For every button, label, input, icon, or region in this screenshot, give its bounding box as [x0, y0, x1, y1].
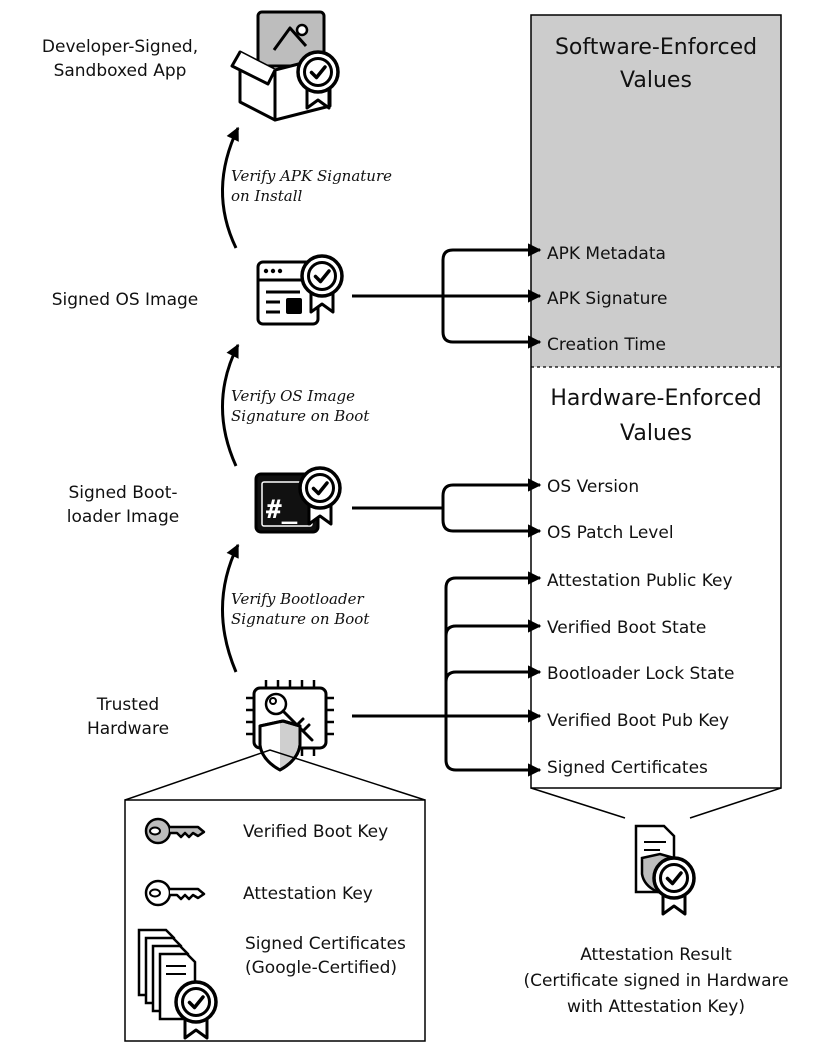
svg-text:#_: #_ — [266, 495, 298, 525]
hardware-panel-title-1: Hardware-Enforced — [550, 386, 761, 411]
stage-os-label: Signed OS Image — [52, 290, 199, 310]
value-signed-certificates: Signed Certificates — [547, 758, 708, 778]
hardware-chip-key-icon — [246, 680, 334, 772]
badge-check-icon — [652, 856, 696, 916]
value-bootloader-lock-state: Bootloader Lock State — [547, 664, 734, 684]
verify-boot-label-2: Signature on Boot — [231, 610, 370, 628]
verify-os-label-1: Verify OS Image — [231, 387, 355, 405]
verify-apk-label-1: Verify APK Signature — [231, 167, 392, 185]
bootloader-terminal-icon: #_ — [254, 466, 342, 534]
os-image-window-icon — [256, 254, 344, 326]
os-image-connectors — [352, 243, 542, 349]
stage-hw-label-2: Hardware — [87, 719, 169, 739]
value-apk-metadata: APK Metadata — [547, 244, 666, 264]
attestation-certificate-icon — [634, 824, 696, 916]
value-verified-boot-state: Verified Boot State — [547, 618, 706, 638]
stage-hw-label-1: Trusted — [96, 695, 159, 715]
legend-box — [124, 799, 426, 1042]
legend-verified-boot-key: Verified Boot Key — [243, 822, 388, 842]
values-panel-border — [530, 14, 782, 789]
hardware-panel-title-2: Values — [620, 421, 692, 446]
legend-funnel — [124, 749, 426, 801]
attestation-key-icon — [144, 879, 206, 907]
value-creation-time: Creation Time — [547, 335, 666, 355]
verified-boot-key-icon — [144, 817, 206, 845]
legend-google-certified: (Google-Certified) — [245, 958, 397, 978]
hardware-connectors — [352, 571, 542, 777]
result-label-1: Attestation Result — [580, 945, 732, 965]
value-verified-boot-pub-key: Verified Boot Pub Key — [547, 711, 729, 731]
software-panel-fill — [531, 15, 781, 367]
certificate-stack-icon — [137, 928, 218, 1040]
stage-app-label-2: Sandboxed App — [54, 61, 187, 81]
verify-os-label-2: Signature on Boot — [231, 407, 370, 425]
software-panel-title-1: Software-Enforced — [555, 35, 757, 60]
value-apk-signature: APK Signature — [547, 289, 667, 309]
result-label-3: with Attestation Key) — [567, 997, 745, 1017]
stage-boot-label-1: Signed Boot- — [69, 483, 178, 503]
value-os-version: OS Version — [547, 477, 639, 497]
value-os-patch-level: OS Patch Level — [547, 523, 674, 543]
verify-os-arrow — [221, 343, 240, 467]
verify-boot-label-1: Verify Bootloader — [231, 590, 364, 608]
result-label-2: (Certificate signed in Hardware — [523, 971, 788, 991]
software-panel-title-2: Values — [620, 68, 692, 93]
verify-apk-label-2: on Install — [231, 187, 303, 205]
panel-funnel — [530, 787, 782, 819]
stage-app-label-1: Developer-Signed, — [42, 37, 198, 57]
verify-boot-arrow — [221, 543, 240, 673]
value-attestation-public-key: Attestation Public Key — [547, 571, 733, 591]
bootloader-connectors — [352, 478, 542, 538]
stage-boot-label-2: loader Image — [67, 507, 179, 527]
sandboxed-app-box-icon — [230, 10, 340, 122]
verify-apk-arrow — [221, 126, 240, 249]
legend-signed-certificates: Signed Certificates — [245, 934, 406, 954]
badge-check-icon — [174, 980, 218, 1040]
legend-attestation-key: Attestation Key — [243, 884, 373, 904]
